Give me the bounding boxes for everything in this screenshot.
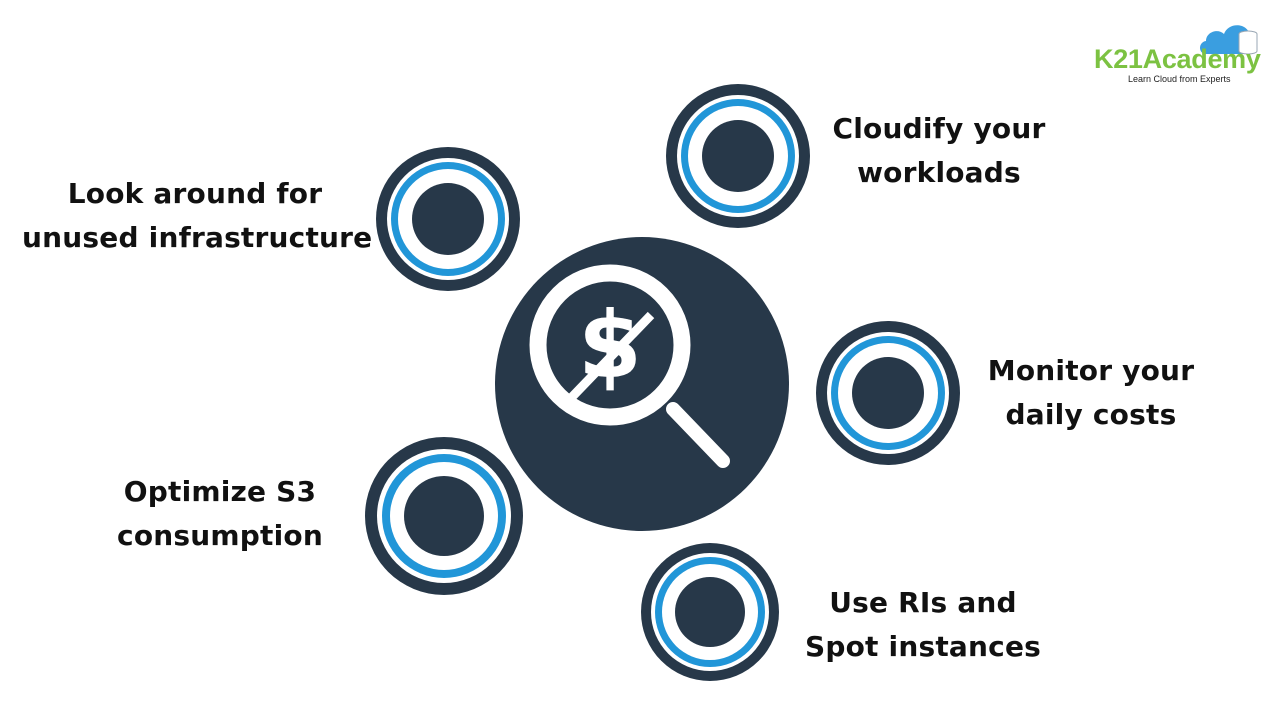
- tip-label-ris-spot-instances: Use RIs and Spot instances: [800, 581, 1046, 669]
- central-hub: $: [495, 237, 789, 531]
- tip-node-unused-infrastructure: [376, 147, 520, 291]
- magnifier-handle: [666, 402, 730, 468]
- tip-label-unused-infrastructure: Look around for unused infrastructure: [22, 172, 373, 260]
- logo-tagline: Learn Cloud from Experts: [1128, 74, 1231, 84]
- dollar-search-crossed-icon: $: [529, 264, 730, 468]
- tip-line: unused infrastructure: [22, 221, 373, 254]
- tip-label-optimize-s3: Optimize S3 consumption: [104, 470, 336, 558]
- slash-line: [568, 311, 655, 401]
- tip-line: daily costs: [1005, 398, 1177, 431]
- tip-line: Spot instances: [804, 630, 1042, 663]
- tip-line: Use RIs and: [829, 586, 1017, 619]
- cloud-database-icon: [1200, 25, 1258, 55]
- logo-brand-name: K21Academy: [1094, 44, 1261, 74]
- tip-label-cloudify-workloads: Cloudify your workloads: [818, 107, 1060, 195]
- tip-line: Look around for: [67, 177, 323, 210]
- tip-line: Optimize S3: [123, 475, 317, 508]
- tip-line: workloads: [857, 156, 1021, 189]
- magnifier-lens: [529, 264, 691, 426]
- tip-label-monitor-daily-costs: Monitor your daily costs: [978, 349, 1204, 437]
- tip-node-cloudify-workloads: [666, 84, 810, 228]
- k21academy-logo: K21Academy Learn Cloud from Experts: [1090, 18, 1270, 88]
- tip-node-ris-spot-instances: [641, 543, 779, 681]
- tip-node-optimize-s3: [365, 437, 523, 595]
- tip-line: consumption: [117, 519, 323, 552]
- tip-line: Cloudify your: [832, 112, 1046, 145]
- dollar-symbol: $: [578, 292, 642, 399]
- tip-line: Monitor your: [987, 354, 1195, 387]
- tip-node-monitor-daily-costs: [816, 321, 960, 465]
